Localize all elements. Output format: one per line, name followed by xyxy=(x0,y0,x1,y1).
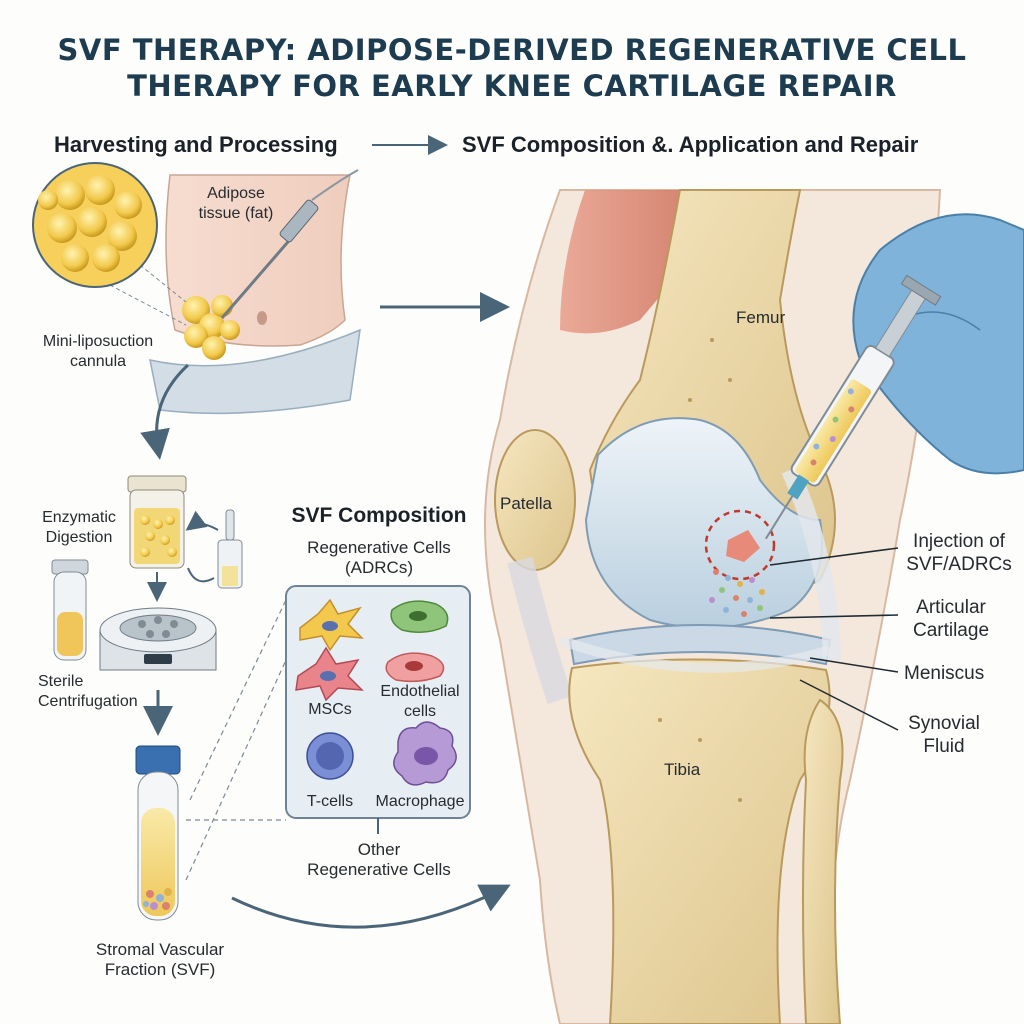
synovial-label: Synovial Fluid xyxy=(896,712,992,758)
adipose-label: Adipose tissue (fat) xyxy=(186,184,286,224)
patella-label: Patella xyxy=(500,494,552,513)
enzymatic-label-line1: Enzymatic xyxy=(42,509,116,526)
cannula-label: Mini-liposuction cannula xyxy=(28,332,168,372)
sample-vial xyxy=(51,559,89,661)
synovial-label-line1: Synovial xyxy=(908,713,980,734)
cannula xyxy=(220,169,359,319)
injection-label-line1: Injection of xyxy=(913,531,1005,552)
syringe-glove xyxy=(764,213,1024,540)
title-line-2: THERAPY FOR EARLY KNEE CARTILAGE REPAIR xyxy=(127,69,897,103)
other-cells-line1: Other xyxy=(357,840,401,859)
enzymatic-label: Enzymatic Digestion xyxy=(26,508,132,548)
macrophage-label: Macrophage xyxy=(375,793,465,810)
adipose-label-line2: tissue (fat) xyxy=(198,205,274,222)
composition-subtitle-line1: Regenerative Cells xyxy=(307,538,451,557)
svf-label-line1: Stromal Vascular xyxy=(95,940,225,959)
meniscus-label: Meniscus xyxy=(904,663,985,684)
other-cells-line2: Regenerative Cells xyxy=(307,860,451,879)
endothelial-label-line1: Endothelial xyxy=(380,683,460,700)
injection-label-line2: SVF/ADRCs xyxy=(906,554,1012,575)
sterile-label-line1: Sterile xyxy=(38,673,84,690)
sterile-label: Sterile Centrifugation xyxy=(38,672,168,712)
knee-anatomy xyxy=(484,189,942,1024)
composition-subtitle: Regenerative Cells (ADRCs) xyxy=(274,538,484,578)
harvest-section-header: Harvesting and Processing xyxy=(54,132,338,157)
composition-subtitle-line2: (ADRCs) xyxy=(345,558,413,577)
femur-label: Femur xyxy=(736,308,786,327)
digestion-jar xyxy=(127,475,187,569)
cannula-label-line1: Mini-liposuction xyxy=(42,333,154,350)
synovial-label-line2: Fluid xyxy=(923,736,965,757)
fat-magnifier xyxy=(32,162,187,326)
endothelial-label-line2: cells xyxy=(403,703,436,720)
other-cells-label: Other Regenerative Cells xyxy=(274,840,484,880)
injected-cells xyxy=(709,569,765,617)
cannula-label-line2: cannula xyxy=(69,353,127,370)
endothelial-label: Endothelial cells xyxy=(372,682,468,722)
enzymatic-label-line2: Digestion xyxy=(45,529,113,546)
cartilage-label-line2: Cartilage xyxy=(912,620,990,641)
sterile-label-line2: Centrifugation xyxy=(38,693,138,710)
abdomen-illustration xyxy=(149,169,361,415)
msc-label: MSCs xyxy=(308,701,352,718)
injection-site xyxy=(704,509,776,581)
application-section-header: SVF Composition &. Application and Repai… xyxy=(462,132,919,157)
tcell-label: T-cells xyxy=(306,793,354,810)
cartilage-label: Articular Cartilage xyxy=(896,596,1006,642)
adipose-label-line1: Adipose xyxy=(207,185,265,202)
title-line-1: SVF THERAPY: ADIPOSE-DERIVED REGENERATIV… xyxy=(57,33,967,67)
injection-label: Injection of SVF/ADRCs xyxy=(896,530,1022,576)
centrifuge xyxy=(99,607,217,671)
svf-label: Stromal Vascular Fraction (SVF) xyxy=(70,940,250,980)
enzyme-dropper xyxy=(185,509,243,589)
tibia-label: Tibia xyxy=(664,760,701,779)
glove xyxy=(852,213,1024,475)
svf-label-line2: Fraction (SVF) xyxy=(104,960,216,979)
composition-title: SVF Composition xyxy=(291,504,467,527)
cartilage-label-line1: Articular xyxy=(916,597,986,618)
svf-tube xyxy=(135,745,181,921)
